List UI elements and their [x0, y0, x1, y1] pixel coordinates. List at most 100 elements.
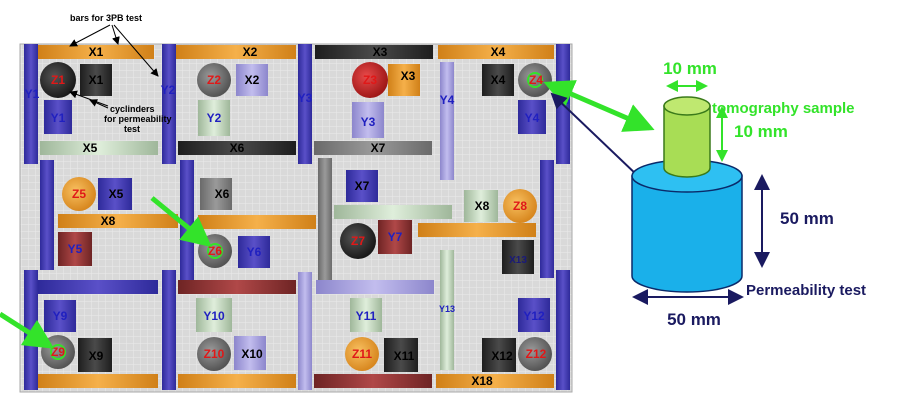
label-y11: Y11 — [356, 309, 377, 323]
dim-big-height-label: 50 mm — [780, 209, 834, 228]
label-z4: Z4 — [529, 73, 543, 87]
sample-label: tomography sample — [712, 100, 855, 117]
bar-bottom-2 — [178, 374, 296, 388]
bar-x3 — [315, 45, 433, 59]
label-x7-spec: X7 — [355, 179, 370, 193]
label-x1: X1 — [89, 45, 104, 59]
x-labels: X1 X1 X2 X2 X3 X3 X4 X4 X5 X5 X6 X6 X7 X… — [83, 45, 528, 388]
cylinders-arrow-2 — [89, 99, 109, 109]
label-y10: Y10 — [203, 309, 225, 323]
label-y4-bar: Y4 — [440, 93, 455, 107]
label-x8-spec: X8 — [475, 199, 490, 213]
green-arrow-z4 — [543, 80, 655, 132]
dim-sample-height-label: 10 mm — [734, 122, 788, 141]
bar-gray-vertical — [318, 158, 332, 280]
cylinders-arrow-1 — [69, 90, 109, 107]
square-specimens — [44, 64, 550, 372]
bar-x18 — [436, 374, 554, 388]
label-y6: Y6 — [247, 245, 262, 259]
label-z12: Z12 — [526, 347, 547, 361]
green-arrow-z9 — [0, 311, 55, 349]
dim-big-width-label: 50 mm — [667, 310, 721, 329]
bar-mid-green — [334, 205, 452, 219]
label-y1-bar: Y1 — [25, 87, 40, 101]
label-z5: Z5 — [72, 187, 86, 201]
cylinders-annotation-3: test — [124, 124, 140, 134]
label-x8: X8 — [101, 214, 116, 228]
label-z2: Z2 — [207, 73, 221, 87]
label-z1: Z1 — [51, 73, 65, 87]
label-x2-spec: X2 — [245, 73, 260, 87]
label-z3: Z3 — [363, 73, 377, 87]
bar-left-mid — [40, 160, 54, 270]
navy-arrow-z4 — [550, 92, 639, 177]
label-z9: Z9 — [51, 345, 65, 359]
label-x3-spec: X3 — [401, 69, 416, 83]
bar-bottom-3 — [314, 374, 432, 388]
label-y4: Y4 — [525, 111, 540, 125]
label-y3: Y3 — [361, 115, 376, 129]
y-labels: Y1 Y1 Y2 Y2 Y3 Y3 Y4 Y4 Y5 Y5 Y6 Y7 Y9 Y… — [25, 83, 571, 323]
bar-x4 — [438, 45, 554, 59]
bar-x6 — [178, 141, 296, 155]
label-x3: X3 — [373, 45, 388, 59]
label-x2: X2 — [243, 45, 258, 59]
bar-right-orange — [418, 223, 536, 237]
bars-arrow-1 — [69, 24, 111, 47]
cylinders-annotation-1: cyclinders — [110, 104, 155, 114]
bar-red-horizontal — [178, 280, 296, 294]
bar-mid-orange — [198, 215, 316, 229]
label-y2-bar: Y2 — [161, 83, 176, 97]
bars-arrow-3 — [113, 24, 159, 77]
label-y13: Y13 — [439, 304, 455, 314]
label-z6: Z6 — [208, 244, 222, 258]
bar-y4 — [440, 62, 454, 180]
label-y3-bar: Y3 — [298, 91, 313, 105]
bar-left-top — [24, 44, 38, 164]
label-x1-spec: X1 — [89, 73, 104, 87]
z-labels: Z1 Z2 Z3 Z4 Z5 Z6 Z7 Z8 Z9 Z10 Z11 Z12 — [51, 73, 547, 361]
label-y2: Y2 — [207, 111, 222, 125]
bar-bottom-1 — [38, 374, 158, 388]
bar-x7 — [314, 141, 432, 155]
label-x12: X12 — [491, 349, 513, 363]
dim-top-width-label: 10 mm — [663, 59, 717, 78]
green-arrow-z6 — [150, 196, 212, 248]
label-y1: Y1 — [51, 111, 66, 125]
bars-arrow-2 — [111, 24, 120, 45]
label-x4: X4 — [491, 45, 506, 59]
bar-x5 — [40, 141, 158, 155]
bar-bottom-mid1 — [162, 270, 176, 390]
label-x9: X9 — [89, 349, 104, 363]
bar-lav-horizontal — [316, 280, 434, 294]
label-x10: X10 — [241, 347, 263, 361]
bar-blue-horizontal — [38, 280, 158, 294]
label-x11: X11 — [394, 349, 415, 363]
bar-y2 — [162, 44, 176, 164]
label-y9: Y9 — [53, 309, 68, 323]
label-x4-spec: X4 — [491, 73, 506, 87]
bar-y13 — [440, 250, 454, 370]
label-y12: Y12 — [523, 309, 545, 323]
bar-x1 — [38, 45, 154, 59]
label-x5-spec: X5 — [109, 187, 124, 201]
cylinders-annotation-2: for permeability — [104, 114, 172, 124]
bar-right-bottom — [556, 270, 570, 390]
label-z10: Z10 — [204, 347, 225, 361]
label-z7: Z7 — [351, 234, 365, 248]
permeability-label: Permeability test — [746, 282, 866, 299]
tomography-sample-cylinder — [663, 96, 711, 178]
label-x5: X5 — [83, 141, 98, 155]
round-specimens — [40, 62, 552, 371]
label-x6: X6 — [230, 141, 245, 155]
label-y7: Y7 — [388, 230, 403, 244]
label-x6-spec: X6 — [215, 187, 230, 201]
bar-right-mid — [540, 160, 554, 278]
permeability-cylinder — [631, 159, 743, 293]
label-y5-spec: Y5 — [68, 242, 83, 256]
bar-y3 — [298, 44, 312, 164]
label-x7: X7 — [371, 141, 386, 155]
label-z11: Z11 — [352, 347, 372, 361]
label-x13: X13 — [509, 255, 527, 266]
